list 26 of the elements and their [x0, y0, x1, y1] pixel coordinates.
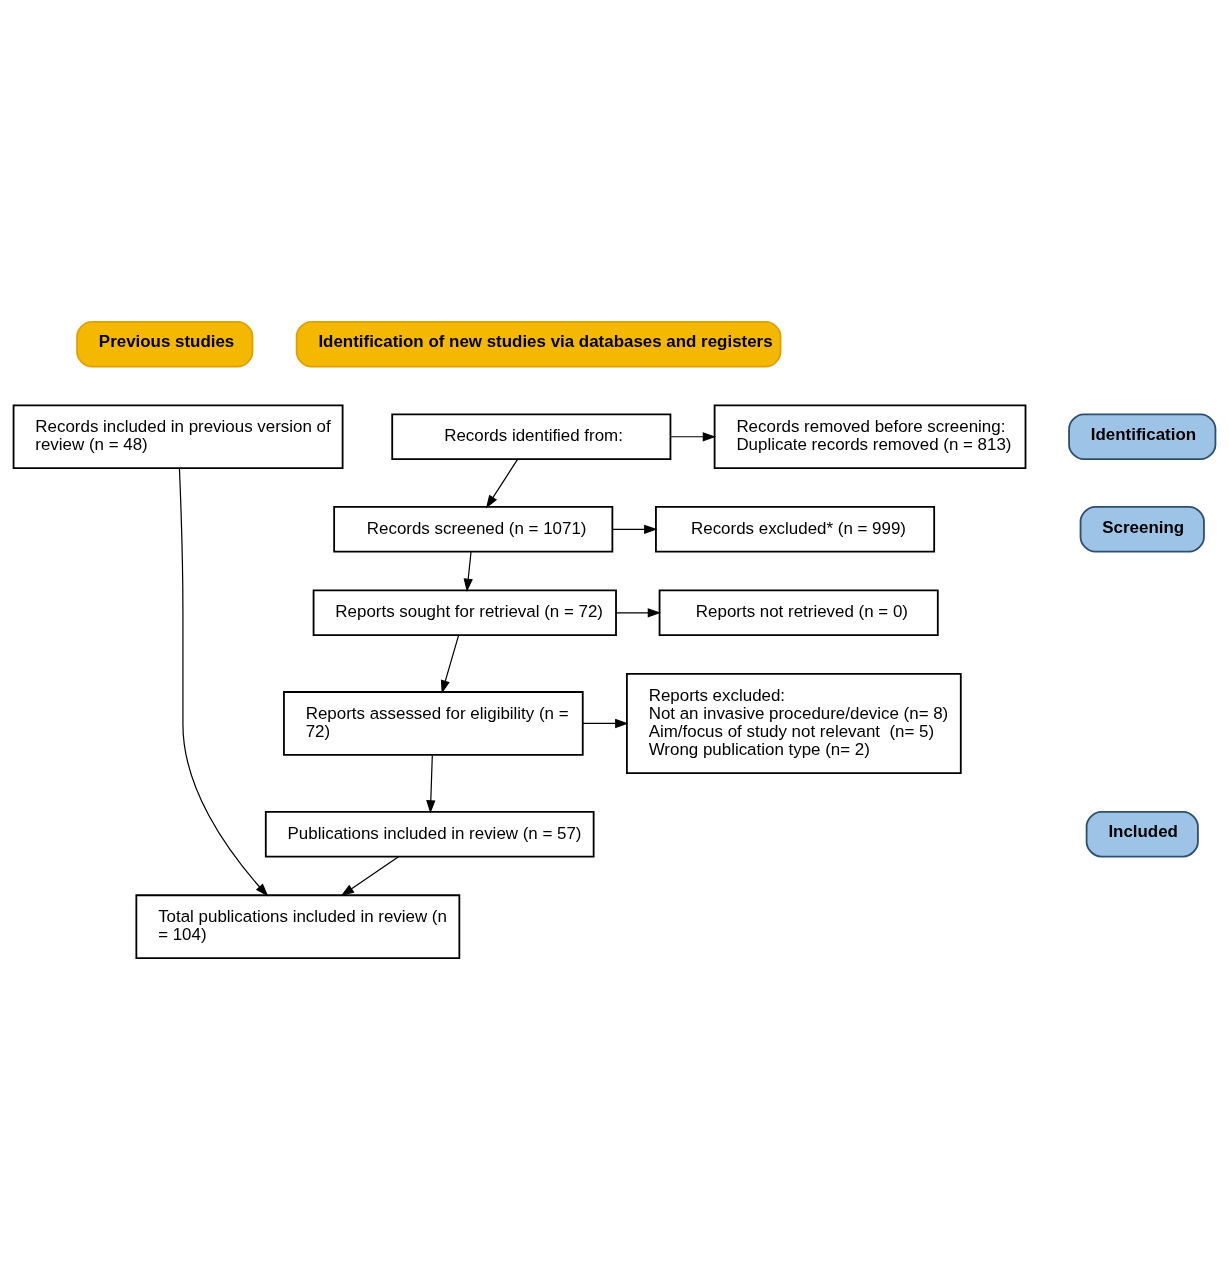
- arrow: [582, 718, 629, 729]
- node-box: Screening: [1079, 506, 1205, 553]
- node-box: Publications included in review (n = 57): [264, 810, 595, 858]
- node-box: Records identified from:: [391, 413, 672, 461]
- node-box: Total publications included in review (n = 104): [135, 894, 461, 960]
- node-box: Previous studies: [76, 320, 254, 368]
- node-box: Identification: [1068, 413, 1217, 461]
- node-box: Records removed before screening: Duplicate records removed (n = 813): [713, 404, 1027, 470]
- arrow: [440, 634, 460, 694]
- node-box: Records included in previous version of review (n = 48): [12, 404, 344, 470]
- arrow: [611, 524, 658, 534]
- node-box: Records excluded* (n = 999): [655, 506, 936, 553]
- arrow: [178, 467, 269, 897]
- arrow: [340, 856, 400, 897]
- node-box: Reports sought for retrieval (n = 72): [312, 589, 617, 637]
- arrow: [615, 608, 662, 618]
- arrow: [426, 754, 436, 814]
- node-box: Reports excluded: Not an invasive procedure/device (n= 8) Aim/focus of study not relevant (n= 5) Wrong publication type (n= 2): [626, 672, 962, 774]
- node-box: Reports not retrieved (n = 0): [658, 589, 939, 637]
- node-box: Records screened (n = 1071): [333, 506, 614, 553]
- arrow: [670, 432, 717, 442]
- node-box: Identification of new studies via databases and registers: [295, 320, 782, 368]
- arrow: [485, 458, 519, 509]
- node-box: Included: [1085, 810, 1199, 858]
- node-box: Reports assessed for eligibility (n = 72): [283, 691, 584, 756]
- arrow: [463, 551, 473, 592]
